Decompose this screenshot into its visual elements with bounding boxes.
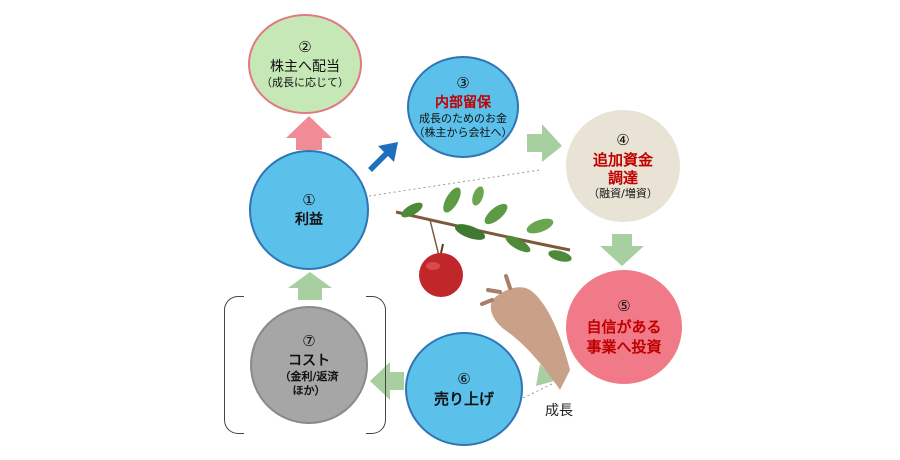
node-additional-funding: ④ 追加資金 調達 （融資/増資）: [566, 110, 680, 222]
node-number: ②: [298, 38, 311, 56]
arrow-cost-to-profit: [288, 272, 332, 300]
node-number: ⑥: [457, 370, 470, 388]
node-title-2: 事業へ投資: [586, 337, 661, 357]
node-subtitle-2: ほか）: [293, 384, 326, 398]
node-title: 株主へ配当: [270, 58, 340, 76]
node-title: 内部留保: [435, 94, 491, 112]
node-subtitle: （成長に応じて）: [261, 76, 349, 90]
growth-label: 成長: [545, 400, 573, 420]
node-retained-earnings: ③ 内部留保 成長のためのお金 （株主から会社へ）: [407, 56, 519, 158]
arrow-profit-to-dividend: [286, 116, 332, 150]
apple-fruit: [419, 244, 463, 297]
arrow-funding-to-invest: [600, 234, 644, 266]
node-title-1: 追加資金: [593, 151, 653, 169]
node-number: ⑦: [302, 332, 315, 350]
node-title: コスト: [288, 352, 330, 370]
node-number: ①: [302, 191, 315, 209]
node-cost: ⑦ コスト （金利/返済 ほか）: [250, 306, 368, 424]
node-profit: ① 利益: [249, 150, 369, 270]
arrow-profit-to-retained: [368, 142, 398, 172]
arrow-retained-to-funding: [527, 124, 562, 162]
node-number: ③: [456, 74, 469, 92]
node-title: 利益: [295, 211, 323, 229]
node-title: 売り上げ: [434, 390, 494, 408]
node-number: ④: [616, 131, 629, 149]
node-number: ⑤: [617, 297, 630, 315]
cost-bracket-left: [224, 296, 244, 434]
node-subtitle-1: （金利/返済: [279, 370, 338, 384]
node-title-1: 自信がある: [586, 317, 661, 337]
node-investment: ⑤ 自信がある 事業へ投資: [566, 270, 682, 384]
node-dividend: ② 株主へ配当 （成長に応じて）: [248, 14, 362, 114]
node-subtitle: （融資/増資）: [588, 187, 658, 201]
apple-branch-illustration: [396, 185, 573, 264]
node-subtitle-2: （株主から会社へ）: [414, 126, 513, 140]
node-subtitle-1: 成長のためのお金: [419, 112, 507, 126]
node-sales: ⑥ 売り上げ: [405, 332, 523, 446]
node-title-2: 調達: [608, 169, 638, 187]
cost-bracket-right: [366, 296, 386, 434]
